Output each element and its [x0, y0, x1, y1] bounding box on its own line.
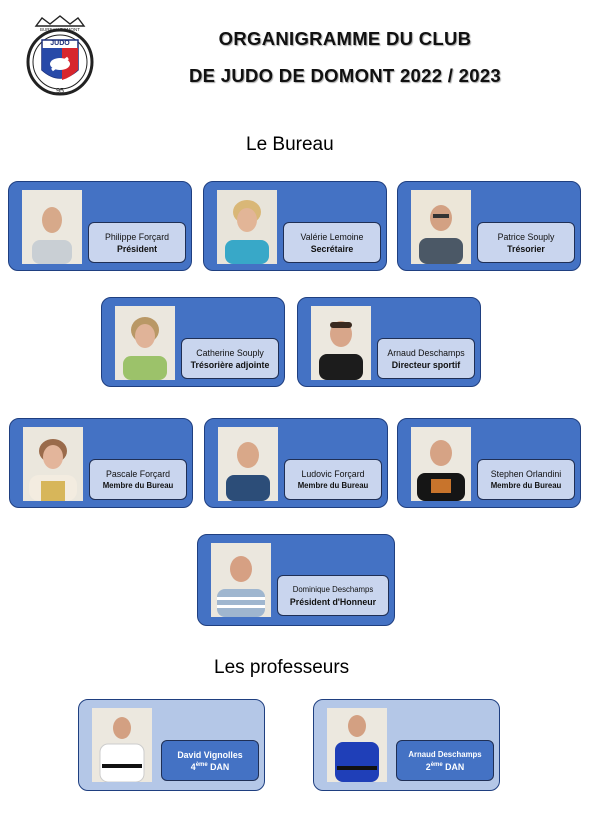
- member-card: Stephen Orlandini Membre du Bureau: [397, 418, 581, 508]
- club-logo: JUDO BUREAU DOMONT 95: [22, 14, 98, 102]
- teacher-label: David Vignolles 4ème DAN: [161, 740, 259, 781]
- page-title-line1: ORGANIGRAMME DU CLUB: [218, 28, 472, 49]
- member-card: Philippe Forçard Président: [8, 181, 192, 271]
- section-title-professeurs: Les professeurs: [214, 657, 350, 678]
- member-card: Arnaud Deschamps Directeur sportif: [297, 297, 481, 387]
- member-photo: [411, 427, 471, 501]
- member-label: Philippe Forçard Président: [88, 222, 186, 263]
- member-name: Ludovic Forçard: [301, 468, 365, 479]
- member-photo: [217, 190, 277, 264]
- member-role: Président: [116, 243, 158, 254]
- member-role: Membre du Bureau: [490, 480, 562, 490]
- member-label: Ludovic Forçard Membre du Bureau: [284, 459, 382, 500]
- member-photo: [218, 427, 278, 501]
- member-role: Membre du Bureau: [297, 480, 369, 490]
- member-photo: [411, 190, 471, 264]
- logo-number: 95: [56, 88, 64, 95]
- member-label: Valérie Lemoine Secrétaire: [283, 222, 381, 263]
- member-label: Catherine Souply Trésorière adjointe: [181, 338, 279, 379]
- member-role: Président d'Honneur: [289, 596, 377, 607]
- member-card: Pascale Forçard Membre du Bureau: [9, 418, 193, 508]
- teacher-grade: 4ème DAN: [190, 761, 230, 772]
- member-name: Stephen Orlandini: [490, 468, 562, 479]
- member-photo: [211, 543, 271, 617]
- member-label: Dominique Deschamps Président d'Honneur: [277, 575, 389, 616]
- logo-banner: BUREAU DOMONT: [39, 27, 80, 32]
- section-title-bureau: Le Bureau: [246, 134, 334, 155]
- member-name: Pascale Forçard: [105, 468, 171, 479]
- member-label: Stephen Orlandini Membre du Bureau: [477, 459, 575, 500]
- member-name: Valérie Lemoine: [300, 231, 364, 242]
- member-photo: [22, 190, 82, 264]
- member-name: Patrice Souply: [497, 231, 555, 242]
- member-role: Secrétaire: [310, 243, 354, 254]
- teacher-name: David Vignolles: [177, 749, 243, 760]
- member-name: Catherine Souply: [196, 347, 264, 358]
- teacher-card: Arnaud Deschamps 2ème DAN: [313, 699, 500, 791]
- member-card: Catherine Souply Trésorière adjointe: [101, 297, 285, 387]
- member-role: Trésorier: [507, 243, 545, 254]
- member-photo: [115, 306, 175, 380]
- teacher-photo: [92, 708, 152, 782]
- member-role: Directeur sportif: [391, 359, 461, 370]
- member-card: Valérie Lemoine Secrétaire: [203, 181, 387, 271]
- member-card: Patrice Souply Trésorier: [397, 181, 581, 271]
- teacher-grade: 2ème DAN: [425, 761, 465, 772]
- member-card: Ludovic Forçard Membre du Bureau: [204, 418, 388, 508]
- logo-text: JUDO: [50, 40, 70, 47]
- member-photo: [23, 427, 83, 501]
- member-label: Pascale Forçard Membre du Bureau: [89, 459, 187, 500]
- member-photo: [311, 306, 371, 380]
- member-label: Arnaud Deschamps Directeur sportif: [377, 338, 475, 379]
- teacher-photo: [327, 708, 387, 782]
- teacher-name: Arnaud Deschamps: [408, 749, 482, 759]
- member-label: Patrice Souply Trésorier: [477, 222, 575, 263]
- member-card: Dominique Deschamps Président d'Honneur: [197, 534, 395, 626]
- page-title-line2: DE JUDO DE DOMONT 2022 / 2023: [189, 65, 501, 86]
- member-role: Trésorière adjointe: [190, 359, 270, 370]
- teacher-card: David Vignolles 4ème DAN: [78, 699, 265, 791]
- member-name: Dominique Deschamps: [292, 584, 374, 594]
- teacher-label: Arnaud Deschamps 2ème DAN: [396, 740, 494, 781]
- member-role: Membre du Bureau: [102, 480, 174, 490]
- member-name: Philippe Forçard: [104, 231, 170, 242]
- member-name: Arnaud Deschamps: [387, 347, 465, 358]
